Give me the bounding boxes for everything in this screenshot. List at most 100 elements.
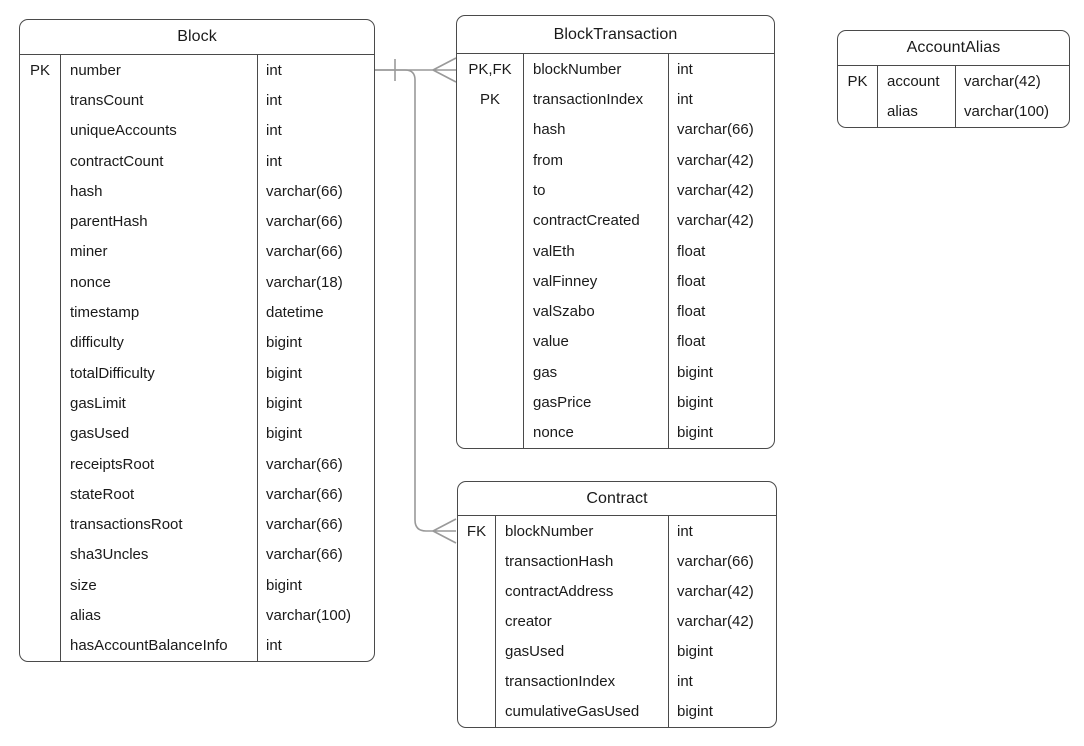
field-key (20, 357, 61, 389)
field-key (457, 235, 524, 267)
field-key (20, 388, 61, 419)
field-key: PK (20, 55, 61, 86)
field-type: varchar(66) (266, 516, 343, 534)
field-type: varchar(42) (677, 612, 754, 630)
field-name: gasPrice (524, 387, 669, 418)
field-type: int (266, 637, 282, 655)
field-type: bigint (266, 364, 302, 382)
table-row: hasAccountBalanceInfo int (20, 630, 374, 661)
field-type: int (266, 61, 282, 79)
field-name: totalDifficulty (61, 357, 258, 389)
entity-title: BlockTransaction (457, 16, 774, 54)
field-key (20, 206, 61, 237)
field-type: varchar(66) (266, 182, 343, 200)
field-name: gas (524, 357, 669, 388)
table-row: valSzabo float (457, 296, 774, 327)
field-name: creator (496, 606, 669, 637)
field-key (20, 448, 61, 480)
field-name: timestamp (61, 297, 258, 328)
field-type: varchar(42) (677, 582, 754, 600)
field-key (20, 327, 61, 358)
field-type: int (266, 152, 282, 170)
table-row: transCount int (20, 85, 374, 116)
field-name: blockNumber (524, 54, 669, 85)
field-type: bigint (677, 643, 713, 661)
entity-title: Block (20, 20, 374, 55)
field-name: number (61, 55, 258, 86)
field-key (457, 114, 524, 145)
relationship-block-contract[interactable] (375, 69, 457, 544)
field-type: varchar(66) (677, 552, 754, 570)
field-type: varchar(100) (964, 103, 1050, 121)
field-type: varchar(66) (266, 546, 343, 564)
relationship-line[interactable] (375, 69, 433, 532)
field-key (20, 479, 61, 510)
field-name: to (524, 175, 669, 206)
field-name: hash (524, 114, 669, 145)
field-name: valSzabo (524, 296, 669, 327)
table-row: contractCount int (20, 145, 374, 177)
table-row: valFinney float (457, 266, 774, 297)
field-type: int (266, 91, 282, 109)
field-key (457, 266, 524, 297)
many-crowsfoot-marker (432, 57, 457, 83)
field-key (838, 96, 878, 127)
field-name: contractCount (61, 145, 258, 177)
entity-title: Contract (458, 482, 776, 516)
field-type: float (677, 242, 706, 260)
table-row: hash varchar(66) (20, 176, 374, 207)
field-type: float (677, 303, 706, 321)
field-name: size (61, 570, 258, 601)
field-name: nonce (61, 267, 258, 298)
field-name: contractAddress (496, 576, 669, 607)
field-name: transCount (61, 85, 258, 116)
field-type: int (677, 522, 693, 540)
many-crowsfoot-marker (432, 518, 457, 544)
field-type: bigint (677, 394, 713, 412)
field-name: miner (61, 236, 258, 268)
table-row: creator varchar(42) (458, 606, 776, 637)
field-type: bigint (266, 334, 302, 352)
field-key (457, 296, 524, 327)
field-name: hasAccountBalanceInfo (61, 630, 258, 661)
table-row: gasPrice bigint (457, 387, 774, 418)
field-key (20, 297, 61, 328)
field-type: varchar(42) (964, 72, 1041, 90)
field-type: varchar(42) (677, 181, 754, 199)
table-row: totalDifficulty bigint (20, 357, 374, 389)
field-type: varchar(42) (677, 212, 754, 230)
field-name: valEth (524, 235, 669, 267)
field-name: parentHash (61, 206, 258, 237)
field-type: float (677, 272, 706, 290)
field-type: varchar(42) (677, 151, 754, 169)
field-name: valFinney (524, 266, 669, 297)
field-name: hash (61, 176, 258, 207)
field-type: varchar(18) (266, 273, 343, 291)
field-type: varchar(66) (266, 485, 343, 503)
field-key (20, 85, 61, 116)
field-key (20, 570, 61, 601)
